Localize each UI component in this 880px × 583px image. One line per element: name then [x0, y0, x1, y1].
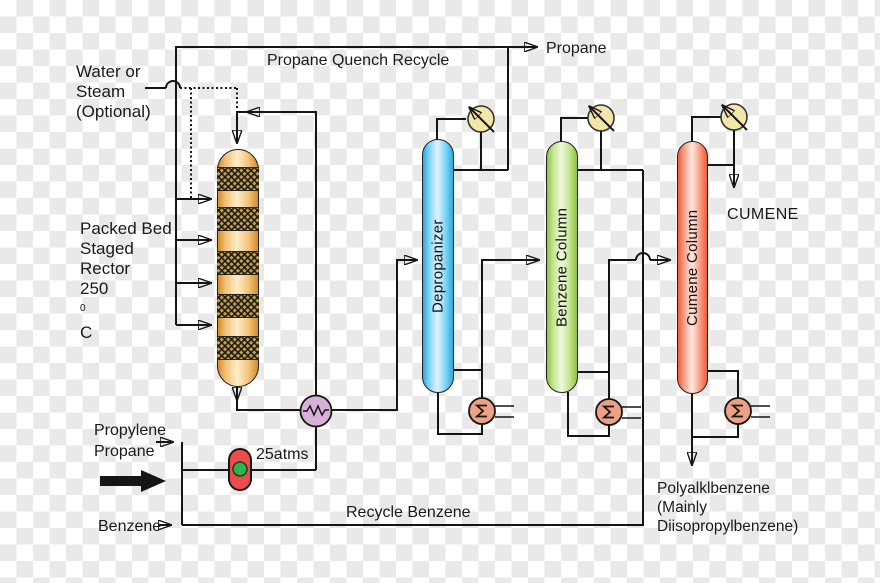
- main-inlet-arrow-icon: [100, 470, 166, 492]
- depro-overhead-line: [436, 118, 466, 140]
- reactor-caption-line1: Packed Bed: [80, 219, 172, 238]
- reactor-temp-unit: C: [80, 322, 93, 342]
- reactor-caption-line3: Rector: [80, 259, 131, 278]
- propane-product-label: Propane: [546, 40, 607, 57]
- benz-overhead-line: [560, 117, 588, 142]
- polyalkyl-line3: Diisopropylbenzene): [657, 518, 799, 535]
- benzene-column-feed-line: [481, 260, 538, 370]
- polyalkyl-line2: (Mainly: [657, 499, 707, 516]
- reactor-top-feed-line: [237, 111, 317, 396]
- packed-bed-reactor: [217, 149, 259, 387]
- benz-reboiler-return: [567, 392, 610, 437]
- reboiler-duty-stubs-1: [495, 405, 514, 418]
- water-steam-line1: Water or: [76, 62, 141, 81]
- water-steam-line3: (Optional): [76, 102, 151, 121]
- depropanizer-column: Depropanizer: [422, 139, 454, 393]
- cumene-feed-line-hop: [635, 252, 651, 261]
- reboiler-symbol-2: [595, 398, 641, 426]
- benzene-column: Benzene Column: [546, 141, 578, 393]
- water-steam-label: Water or Steam (Optional): [76, 62, 151, 122]
- reboiler-symbol-3: [724, 397, 770, 425]
- benzene-feed-label: Benzene: [98, 518, 162, 535]
- exchanger-zigzag-icon: [303, 404, 329, 417]
- depropanizer-feed-line: [332, 260, 416, 411]
- condenser-symbol-1: [468, 106, 495, 133]
- catalyst-bed-1: [217, 167, 259, 191]
- condenser-symbol-2: [588, 105, 615, 132]
- reactor-caption-line2: Staged: [80, 239, 134, 258]
- reboiler-coil-icon-2: [601, 405, 614, 419]
- benzene-column-label: Benzene Column: [553, 207, 571, 327]
- depro-reboiler-return: [437, 392, 483, 435]
- depropanizer-label: Depropanizer: [429, 219, 447, 313]
- cumene-column-feed-line: [608, 259, 636, 372]
- water-steam-line2: Steam: [76, 82, 126, 101]
- condenser-arrow-icon-1: [470, 108, 495, 133]
- reboiler-coil-icon-1: [474, 404, 487, 418]
- reboiler-coil-icon-3: [730, 404, 743, 418]
- reboiler-duty-stubs-2: [622, 406, 641, 419]
- recycle-benzene-label: Recycle Benzene: [346, 504, 471, 521]
- condenser-arrow-icon-3: [723, 106, 748, 131]
- reactor-temp-value: 250: [80, 279, 109, 298]
- polyalkylbenzene-label: Polyalklbenzene (Mainly Diisopropylbenze…: [657, 479, 798, 536]
- heat-exchanger-symbol: [299, 394, 333, 470]
- pump-symbol: [228, 448, 252, 491]
- polyalkyl-line1: Polyalklbenzene: [657, 480, 770, 497]
- reboiler-duty-stubs-3: [751, 405, 770, 418]
- pump-pressure-label: 25atms: [256, 446, 309, 463]
- catalyst-bed-5: [217, 336, 259, 360]
- cumene-column-label: Cumene Column: [684, 209, 701, 326]
- condenser-arrow-icon-2: [590, 107, 615, 132]
- reactor-effluent-line: [236, 386, 300, 411]
- reboiler-symbol-1: [468, 397, 514, 425]
- cumene-column: Cumene Column: [677, 141, 708, 394]
- cum-reboiler-return: [692, 424, 739, 438]
- propylene-line1: Propylene: [94, 422, 167, 439]
- propane-quench-recycle-label: Propane Quench Recycle: [267, 52, 450, 69]
- catalyst-bed-2: [217, 207, 259, 231]
- cum-reboiler-leg: [708, 370, 739, 399]
- water-steam-line-hop: [165, 80, 181, 89]
- recycle-benzene-line: [182, 170, 644, 526]
- propane-quench-recycle-line: [175, 47, 536, 325]
- catalyst-bed-3: [217, 251, 259, 275]
- cumene-product-label: CUMENE: [727, 206, 799, 223]
- condenser-symbol-3: [721, 104, 748, 131]
- reactor-temp-degree: 0: [80, 303, 86, 314]
- pump-dot-icon: [232, 461, 248, 477]
- catalyst-bed-4: [217, 294, 259, 318]
- propylene-line2: Propane: [94, 443, 155, 460]
- propylene-propane-label: Propylene Propane: [94, 420, 166, 462]
- cum-overhead-line: [691, 116, 721, 142]
